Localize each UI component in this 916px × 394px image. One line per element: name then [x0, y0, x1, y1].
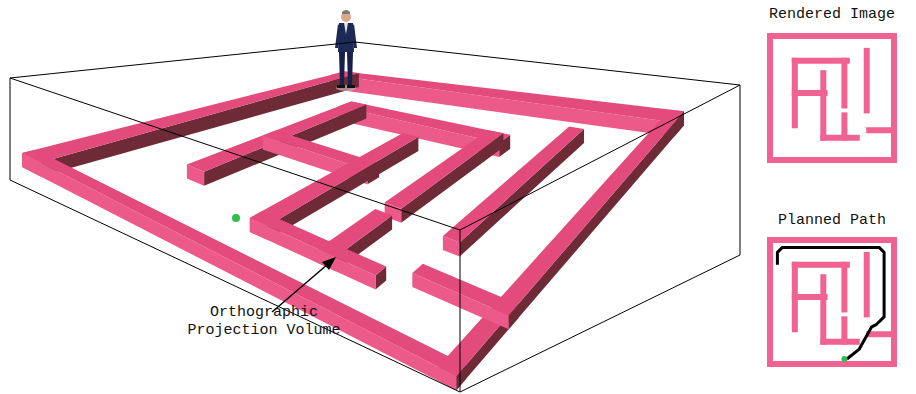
- goal-dot: [841, 356, 847, 362]
- wall-face: [456, 111, 684, 390]
- map-wall: [770, 361, 894, 367]
- map-wall: [841, 115, 847, 137]
- map-wall: [795, 294, 825, 300]
- wall-top: [250, 133, 419, 226]
- wall-top: [438, 110, 684, 377]
- planned-path-image: [770, 240, 894, 364]
- planned-path: [777, 247, 884, 359]
- map-wall: [795, 262, 847, 268]
- map-wall: [891, 240, 897, 364]
- map-wall: [767, 240, 773, 364]
- map-ground: [770, 36, 894, 160]
- map-wall: [770, 157, 894, 163]
- map-wall: [841, 61, 847, 106]
- map-wall: [864, 255, 870, 315]
- map-wall: [820, 277, 826, 341]
- person-figure: [335, 10, 357, 91]
- map-wall: [864, 51, 870, 111]
- map-wall: [841, 265, 847, 310]
- projection-volume-box: [10, 42, 740, 392]
- map-wall: [767, 36, 773, 160]
- rendered-image: [770, 36, 894, 160]
- callout-label: Orthographic Projection Volume: [180, 304, 348, 340]
- wall-top: [22, 150, 466, 377]
- map-wall: [795, 58, 847, 64]
- map-wall: [891, 36, 897, 160]
- map-wall: [869, 127, 894, 133]
- panel-title: Planned Path: [752, 212, 912, 230]
- panel-title: Rendered Image: [752, 6, 912, 24]
- maze-walls: [22, 71, 684, 390]
- leader-arrow: [272, 257, 336, 312]
- map-wall: [823, 135, 856, 141]
- map-wall: [869, 331, 894, 337]
- map-wall: [820, 73, 826, 137]
- map-wall: [795, 90, 825, 96]
- map-wall: [770, 33, 894, 39]
- map-wall: [770, 237, 894, 243]
- wall-top: [412, 264, 518, 316]
- map-ground: [770, 240, 894, 364]
- goal-dot: [232, 214, 240, 222]
- map-wall: [823, 339, 856, 345]
- wall-top: [443, 126, 584, 242]
- wall-top: [250, 211, 386, 275]
- wall-face: [22, 153, 456, 390]
- map-wall: [841, 319, 847, 341]
